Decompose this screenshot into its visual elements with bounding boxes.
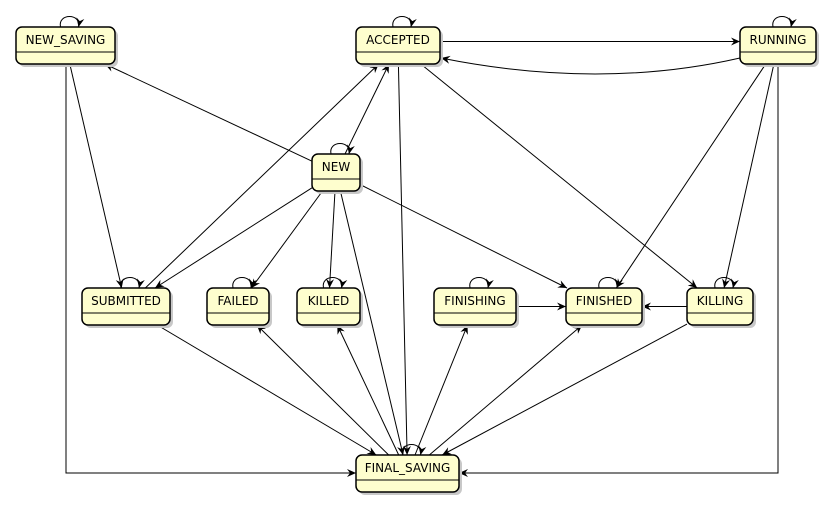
- transition-final-saving-to-finishing: [414, 324, 468, 456]
- state-new-saving: NEW_SAVING: [15, 26, 118, 67]
- state-new: NEW: [311, 153, 363, 194]
- transition-accepted-to-final-saving: [397, 63, 411, 456]
- transition-final-saving-to-finished: [428, 324, 583, 456]
- transition-failed-to-failed: [232, 277, 257, 289]
- state-label: KILLING: [697, 294, 744, 308]
- transition-accepted-to-accepted: [392, 16, 417, 28]
- transition-finished-to-finished: [598, 277, 623, 289]
- transition-running-to-accepted: [440, 55, 741, 75]
- state-box: [81, 287, 171, 326]
- transition-final-saving-to-failed: [256, 324, 390, 456]
- state-running: RUNNING: [739, 26, 819, 67]
- transition-final-saving-to-killed: [336, 324, 400, 456]
- transition-running-to-finished: [615, 63, 767, 289]
- state-killing: KILLING: [686, 287, 756, 328]
- transition-new-to-failed: [251, 190, 323, 289]
- transition-accepted-to-killing: [420, 63, 698, 289]
- states-layer: NEW_SAVING ACCEPTED RUNNING NEW SUBMITTED FAI…: [15, 26, 819, 495]
- transition-running-to-running: [772, 16, 797, 28]
- transition-new-to-new-saving: [104, 63, 313, 162]
- transition-killing-to-killing: [714, 277, 739, 289]
- state-finished: FINISHED: [565, 287, 645, 328]
- transition-submitted-to-final-saving: [156, 324, 377, 456]
- transition-new-saving-to-final-saving: [65, 64, 356, 477]
- state-box: [355, 26, 441, 65]
- state-label: FINISHED: [576, 294, 632, 308]
- state-box: [355, 454, 460, 493]
- state-label: RUNNING: [750, 33, 807, 47]
- transition-new-to-finished: [359, 184, 568, 289]
- state-box: [15, 26, 116, 65]
- state-label: FAILED: [217, 294, 258, 308]
- state-label: KILLED: [308, 294, 350, 308]
- transition-new-to-killed: [326, 190, 336, 289]
- state-box: [206, 287, 270, 326]
- state-label: SUBMITTED: [91, 294, 161, 308]
- state-finishing: FINISHING: [433, 287, 519, 328]
- state-box: [565, 287, 643, 326]
- transition-new-to-new: [330, 143, 355, 155]
- state-label: NEW: [322, 160, 351, 174]
- transition-running-to-final-saving: [459, 64, 779, 477]
- transition-running-to-killing: [722, 63, 775, 289]
- transition-submitted-to-accepted: [144, 63, 380, 289]
- state-label: NEW_SAVING: [26, 33, 106, 47]
- transition-submitted-to-submitted: [120, 277, 145, 289]
- transitions-layer: [59, 16, 797, 477]
- transition-new-saving-to-new-saving: [59, 16, 85, 28]
- state-killed: KILLED: [296, 287, 363, 328]
- state-box: [686, 287, 754, 326]
- state-box: [433, 287, 517, 326]
- state-box: [739, 26, 817, 65]
- state-label: ACCEPTED: [366, 33, 430, 47]
- transition-new-to-submitted: [154, 187, 313, 289]
- transition-killing-to-final-saving: [441, 323, 688, 456]
- transition-final-saving-to-final-saving: [401, 444, 427, 456]
- state-failed: FAILED: [206, 287, 272, 328]
- transition-new-saving-to-submitted: [69, 63, 124, 289]
- transition-new-to-final-saving: [339, 190, 405, 456]
- state-box: [296, 287, 361, 326]
- state-accepted: ACCEPTED: [355, 26, 443, 67]
- state-label: FINAL_SAVING: [365, 461, 451, 475]
- state-submitted: SUBMITTED: [81, 287, 173, 328]
- state-final-saving: FINAL_SAVING: [355, 454, 462, 495]
- transition-killed-to-killed: [322, 277, 348, 289]
- transition-finishing-to-finishing: [469, 277, 494, 289]
- state-box: [311, 153, 361, 192]
- transition-new-to-accepted: [344, 63, 390, 155]
- state-label: FINISHING: [444, 294, 505, 308]
